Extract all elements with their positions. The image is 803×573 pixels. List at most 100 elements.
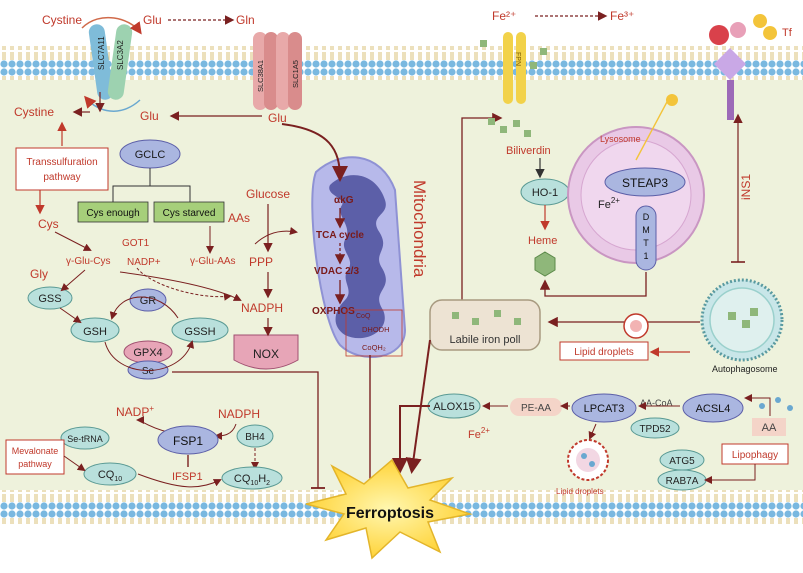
cys-label: Cys (38, 217, 59, 231)
biliverdin-label: Biliverdin (506, 145, 551, 157)
mevalonate-line2: pathway (18, 459, 52, 469)
gclc-label: GCLC (135, 149, 166, 161)
dmt1-1: 1 (643, 251, 648, 261)
gr-node: GR (129, 288, 167, 312)
transsulfuration-line2: pathway (43, 172, 80, 183)
got1-label: GOT1 (122, 238, 150, 249)
glu-left: Glu (140, 109, 159, 123)
cys-enough-label: Cys enough (86, 208, 139, 219)
dmt1-d: D (643, 212, 650, 222)
ho1-node: HO-1 (520, 178, 570, 206)
bh4-node: BH4 (236, 424, 274, 448)
fsp1-label: FSP1 (173, 434, 203, 448)
fe2-top: Fe²⁺ (492, 9, 516, 23)
labile-iron-label: Labile iron poll (450, 334, 521, 346)
ferroptosis-label: Ferroptosis (346, 505, 434, 522)
atg5-label: ATG5 (669, 456, 695, 467)
aas-label: AAs (228, 211, 250, 225)
rab7a-label: RAB7A (666, 476, 699, 487)
cys-starved-label: Cys starved (163, 208, 216, 219)
fatty-acid-dots (759, 397, 793, 411)
top-membrane (0, 46, 803, 80)
gpx4-label: GPX4 (133, 347, 162, 359)
gln-top: Gln (236, 13, 255, 27)
fe2-bottom: Fe2+ (468, 426, 490, 441)
ifsp1-label: IFSP1 (172, 471, 203, 483)
transsulfuration-box: Transsulfuration pathway (15, 147, 109, 191)
oxphos-label: OXPHOS (312, 306, 355, 317)
gamma-glu-cys-label: γ-Glu-Cys (66, 256, 110, 267)
gss-label: GSS (38, 293, 61, 305)
gssg-node: GSSH (171, 317, 229, 343)
heme-label: Heme (528, 235, 557, 247)
mevalonate-box: Mevalonate pathway (5, 439, 65, 475)
lipid-droplets-label: Lipid droplets (574, 347, 633, 358)
alox15-label: ALOX15 (433, 401, 475, 413)
slc7a11-label: SLC7A11 (97, 36, 106, 70)
tpd52-node: TPD52 (630, 417, 680, 439)
gsh-label: GSH (83, 326, 107, 338)
tca-label: TCA cycle (316, 230, 364, 241)
cq10h2-node: CQ10H2 (221, 466, 283, 490)
bh4-label: BH4 (245, 432, 265, 443)
transsulfuration-line1: Transsulfuration (26, 157, 97, 168)
se-label: Se (142, 366, 155, 377)
glu-top: Glu (143, 13, 162, 27)
lipophagy-box: Lipophagy (721, 443, 789, 465)
lysosome-label: Lysosome (600, 134, 641, 144)
cq10-node: CQ10 (83, 462, 137, 486)
rab7a-node: RAB7A (657, 469, 707, 491)
slc38a1-label: SLC38A1 (256, 60, 265, 92)
tf-label: Tf (782, 27, 793, 39)
dhodh-label: DHODH (362, 325, 390, 334)
lipid-droplet-small (623, 313, 649, 339)
labile-iron-pool: Labile iron poll (429, 299, 541, 351)
slc3a2-label: SLC3A2 (116, 40, 125, 70)
dmt1-m: M (642, 225, 650, 235)
glu-mid: Glu (268, 111, 287, 125)
aa-coa-label: AA-CoA (640, 398, 673, 408)
pe-aa-node: PE-AA (510, 398, 562, 416)
ppp-label: PPP (249, 255, 273, 269)
nadph-bottom: NADPH (218, 407, 260, 421)
acsl4-cloud: ACSL4 (682, 393, 744, 423)
acsl4-label: ACSL4 (696, 403, 731, 415)
fsp1-cloud: FSP1 (157, 425, 219, 455)
gsh-node: GSH (70, 317, 120, 343)
pe-aa-label: PE-AA (521, 403, 551, 414)
cystine-left: Cystine (14, 105, 54, 119)
autophagosome-label: Autophagosome (712, 364, 778, 374)
lpcat3-label: LPCAT3 (584, 403, 625, 415)
nadp-label: NADP+ (127, 257, 161, 268)
gss-node: GSS (27, 286, 73, 310)
fpn-channel: FPN (503, 32, 526, 104)
tf-icon (753, 14, 778, 41)
nox-label: NOX (253, 347, 279, 361)
nadph-label: NADPH (241, 301, 283, 315)
lipid-droplets-box: Lipid droplets (559, 341, 649, 361)
cq10-label: CQ10 (98, 469, 122, 483)
cq10h2-label: CQ10H2 (234, 473, 270, 487)
cys-enough-box: Cys enough (77, 201, 149, 223)
nox-node: NOX (233, 334, 299, 370)
steap3-cloud: STEAP3 (604, 167, 686, 197)
atg5-node: ATG5 (659, 449, 705, 471)
vdac-label: VDAC 2/3 (314, 266, 359, 277)
ho1-label: HO-1 (532, 187, 558, 199)
gly-label: Gly (30, 267, 48, 281)
gssg-label: GSSH (184, 326, 215, 338)
coqh2-label: CoQH₂ (362, 343, 386, 352)
nadp-plus-bottom: NADP+ (116, 404, 154, 419)
mevalonate-line1: Mevalonate (12, 446, 59, 456)
steap3-label: STEAP3 (622, 176, 668, 190)
aa-node: AA (752, 418, 786, 436)
gpx4-node: GPX4 Se (123, 340, 173, 380)
autophagosome (700, 278, 784, 362)
slc38a1-transporter: SLC38A1 SLC1A5 (253, 32, 302, 110)
lpcat3-cloud: LPCAT3 (571, 393, 637, 423)
mitochondria-title: Mitochondria (410, 180, 429, 278)
transferrin-receptor (709, 22, 746, 120)
dmt1-t: T (643, 238, 649, 248)
fpn-label: FPN (514, 52, 521, 66)
